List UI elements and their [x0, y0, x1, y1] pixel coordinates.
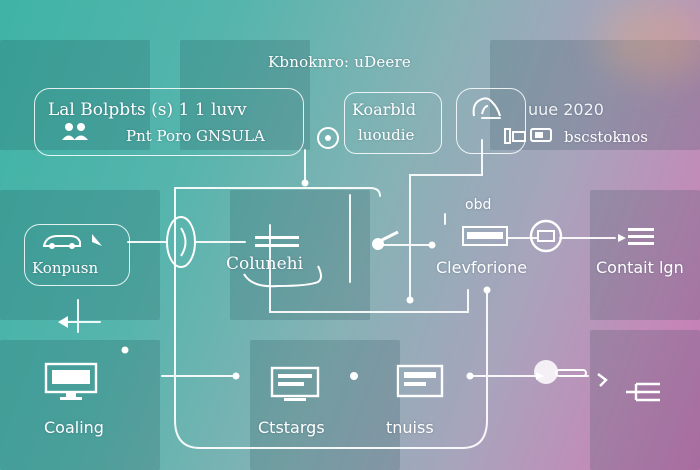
top-left-bubble-line1: Lal Bolpbts (s) 1 1 luvv [48, 100, 247, 120]
connector-glyph-icon [56, 310, 86, 338]
right-node-1-label: Clevforione [436, 258, 528, 277]
clock-icon [316, 126, 340, 154]
background-photo-tile [0, 340, 160, 470]
center-node-label: Colunehi [226, 254, 304, 274]
top-middle-bubble-line2: luoudie [358, 126, 415, 144]
bars-icon [504, 128, 526, 148]
hand-icon [470, 94, 504, 124]
monitor-node-icon [44, 362, 98, 406]
box-icon [462, 226, 508, 250]
background-glow [600, 0, 700, 80]
background-photo-tile [590, 190, 700, 320]
oval-node-icon [164, 214, 198, 274]
top-right-bubble-line1: uue 2020 [528, 100, 604, 119]
car-icon [40, 228, 110, 256]
top-middle-bubble [344, 92, 442, 154]
top-left-bubble [34, 88, 304, 156]
background-photo-tile [230, 190, 370, 320]
top-right-caption: obd [465, 197, 492, 213]
key-icon [532, 358, 590, 394]
curve-bracket-icon [238, 248, 338, 300]
top-middle-bubble-line1: Koarbld [352, 100, 416, 119]
background-photo-tile [0, 40, 150, 150]
circle-node-icon [528, 218, 564, 258]
bottom-node-2-label: Ctstargs [258, 418, 325, 437]
diagram-title: Kbnoknro: uDeere [268, 53, 411, 71]
list-icon [626, 226, 656, 252]
top-right-bubble [456, 88, 526, 154]
right-node-2-label: Contait lgn [596, 258, 684, 277]
left-node-label: Konpusn [32, 259, 99, 277]
top-right-bubble-line2: bscstoknos [564, 128, 648, 146]
hook-icon [596, 372, 610, 392]
document-lines-icon [253, 234, 301, 254]
bottom-node-3-label: tnuiss [386, 418, 434, 437]
pen-icon [368, 230, 402, 258]
window-node-icon [396, 364, 444, 408]
bracket-e-icon [624, 380, 664, 408]
left-node-bubble [24, 224, 130, 286]
background-photo-tile [0, 190, 160, 320]
people-icon [62, 122, 88, 144]
monitor-icon [530, 128, 552, 150]
bottom-node-1-label: Coaling [44, 418, 104, 437]
screen-node-icon [270, 366, 320, 410]
top-left-bubble-line2: Pnt Poro GNSULA [126, 127, 265, 145]
